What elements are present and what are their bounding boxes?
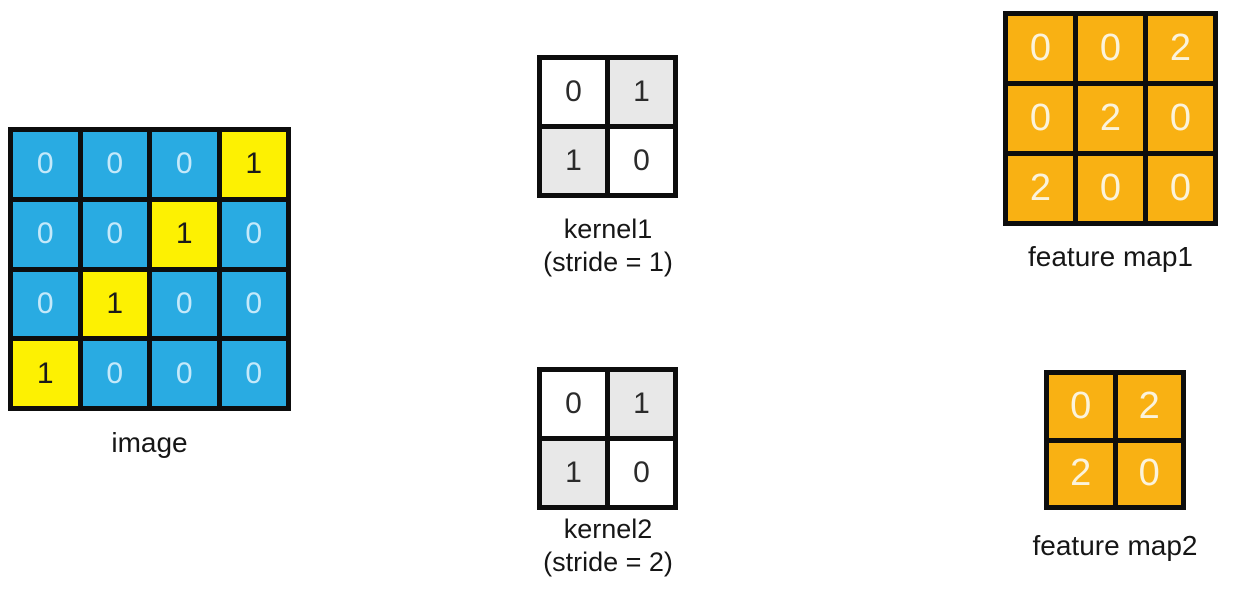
grid-cell: 0	[542, 372, 605, 436]
kernel2-stride-label: (stride = 2)	[543, 547, 673, 577]
grid-cell: 0	[221, 271, 286, 337]
kernel1-stride-label: (stride = 1)	[543, 247, 673, 277]
grid-cell: 2	[1117, 375, 1181, 438]
feature-map1-label: feature map1	[1028, 241, 1193, 272]
grid-cell: 0	[1148, 86, 1213, 151]
grid-cell: 0	[1117, 442, 1181, 505]
grid-cell: 0	[152, 132, 217, 197]
grid-cell: 0	[1148, 156, 1213, 221]
grid-cell: 0	[82, 341, 147, 406]
kernel1-label: kernel1	[563, 214, 653, 244]
grid-cell: 1	[542, 441, 605, 505]
kernel1-caption: kernel1 (stride = 1)	[487, 213, 729, 279]
grid-cell: 1	[152, 201, 217, 267]
grid-cell: 0	[1078, 16, 1143, 81]
grid-cell: 0	[152, 341, 217, 406]
image-label: image	[111, 427, 188, 458]
grid-cell: 0	[610, 441, 673, 505]
grid-cell: 0	[82, 132, 147, 197]
grid-cell: 1	[610, 60, 673, 124]
grid-cell: 0	[82, 201, 147, 267]
grid-cell: 0	[1008, 16, 1073, 81]
grid-cell: 0	[1008, 86, 1073, 151]
kernel2-label: kernel2	[563, 514, 653, 544]
grid-cell: 0	[542, 60, 605, 124]
grid-cell: 0	[13, 132, 78, 197]
grid-cell: 0	[221, 341, 286, 406]
grid-cell: 0	[221, 201, 286, 267]
grid-cell: 2	[1078, 86, 1143, 151]
grid-cell: 1	[542, 129, 605, 193]
grid-cell: 0	[13, 201, 78, 267]
feature-map2-label: feature map2	[1032, 530, 1198, 561]
grid-cell: 0	[13, 271, 78, 337]
grid-cell: 1	[13, 341, 78, 406]
grid-cell: 0	[152, 271, 217, 337]
grid-cell: 1	[82, 271, 147, 337]
grid-cell: 0	[1078, 156, 1143, 221]
grid-cell: 2	[1008, 156, 1073, 221]
grid-cell: 1	[221, 132, 286, 197]
grid-cell: 0	[1049, 375, 1113, 438]
kernel2-caption: kernel2 (stride = 2)	[487, 513, 729, 579]
grid-cell: 2	[1148, 16, 1213, 81]
grid-cell: 0	[610, 129, 673, 193]
grid-cell: 1	[610, 372, 673, 436]
grid-cell: 2	[1049, 442, 1113, 505]
